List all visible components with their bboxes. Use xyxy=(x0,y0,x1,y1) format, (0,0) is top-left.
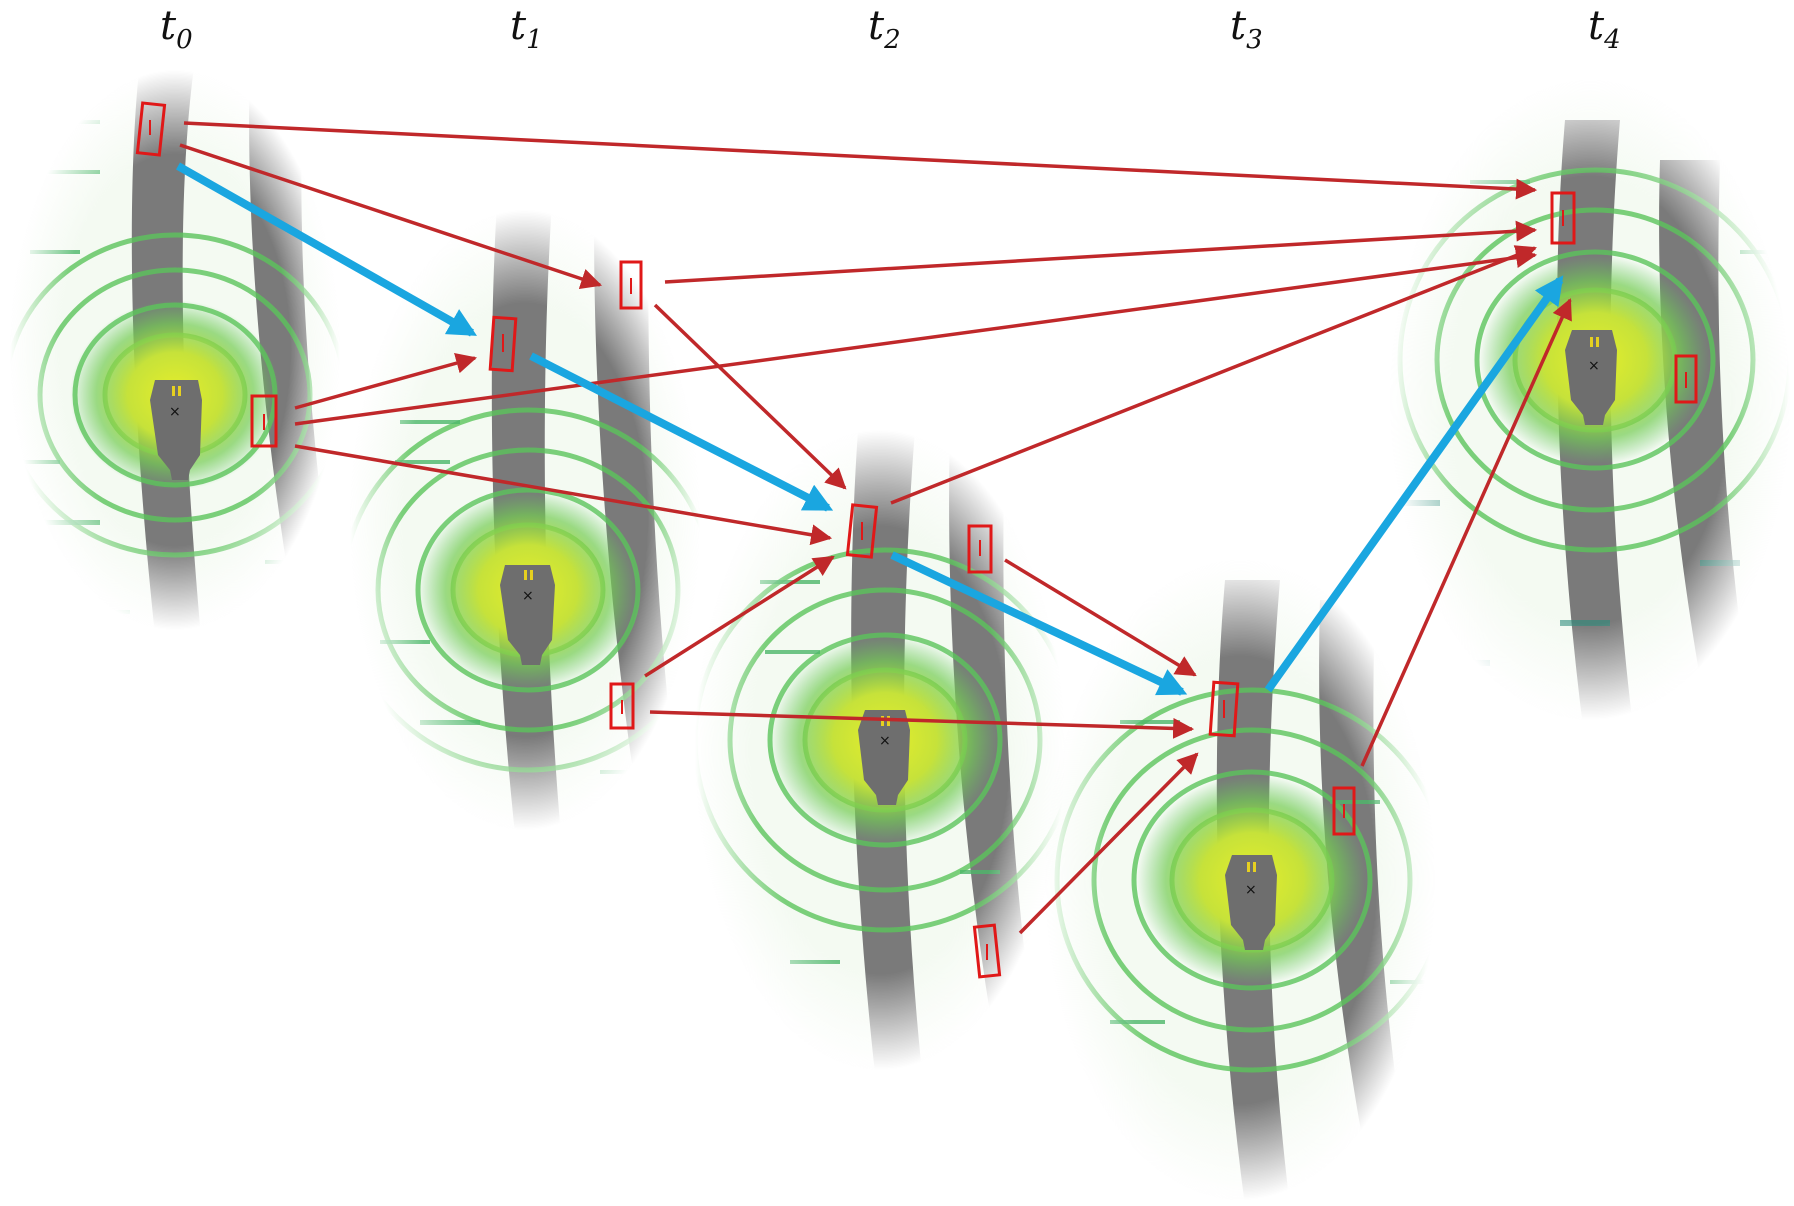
association-arrow xyxy=(1360,298,1572,767)
svg-text:×: × xyxy=(879,733,891,749)
detection-box xyxy=(1550,191,1576,245)
detection-box xyxy=(1674,354,1698,404)
frame-t4: × xyxy=(1390,80,1793,780)
frame-label-t2: t2 xyxy=(868,3,901,55)
frame-t1: × xyxy=(340,160,716,880)
association-arrow xyxy=(1018,752,1199,935)
association-arrow xyxy=(664,220,1538,284)
association-arrow xyxy=(644,555,835,678)
svg-text:×: × xyxy=(1588,358,1600,374)
track-arrow xyxy=(176,162,478,337)
association-arrow xyxy=(294,352,478,410)
detection-box xyxy=(619,260,643,310)
detection-box xyxy=(1208,680,1240,738)
frame-label-t4: t4 xyxy=(1588,3,1621,55)
detection-box xyxy=(1332,786,1356,836)
frame-label-t3: t3 xyxy=(1230,3,1263,55)
ego-vehicle xyxy=(150,380,202,480)
box-heading-ticks xyxy=(149,120,1687,960)
frame-label-t1: t1 xyxy=(510,3,543,55)
svg-text:×: × xyxy=(522,588,534,604)
association-arrows xyxy=(179,121,1572,935)
association-arrow xyxy=(183,121,1538,200)
detection-box xyxy=(972,923,1002,979)
detection-box xyxy=(967,524,993,574)
association-arrow xyxy=(294,444,833,546)
track-arrows xyxy=(176,162,1564,696)
detection-box xyxy=(135,101,167,157)
road-right xyxy=(249,60,345,680)
association-arrow xyxy=(1004,558,1197,677)
detection-box xyxy=(488,315,518,373)
detection-box xyxy=(250,394,278,448)
track-arrow xyxy=(529,352,834,512)
association-arrow xyxy=(890,245,1537,505)
track-arrow xyxy=(890,551,1188,696)
detection-box xyxy=(609,682,635,730)
association-arrow xyxy=(649,710,1195,739)
detection-boxes xyxy=(135,101,1698,979)
frame-t0: × xyxy=(2,60,348,680)
frame-t3: × xyxy=(1045,560,1450,1206)
frame-t2: × xyxy=(692,430,1078,1100)
association-arrow xyxy=(294,247,1538,426)
association-arrow xyxy=(653,303,847,490)
frame-label-t0: t0 xyxy=(160,3,193,55)
ego-marker: × xyxy=(169,404,181,420)
association-arrow xyxy=(179,143,602,289)
track-arrow xyxy=(1264,275,1564,693)
detection-box xyxy=(845,503,879,559)
svg-text:×: × xyxy=(1245,882,1257,898)
